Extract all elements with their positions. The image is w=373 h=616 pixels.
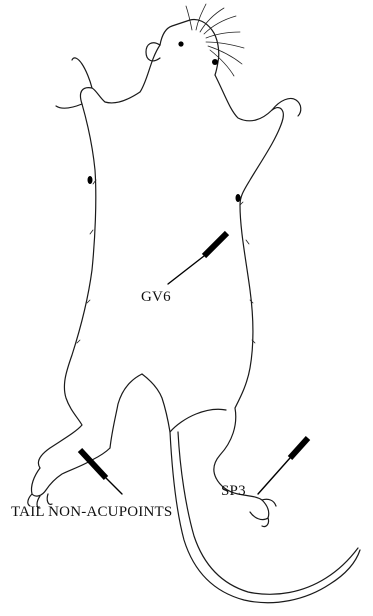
tail-non-acupoint-needle [80, 450, 122, 494]
sp3-needle [258, 438, 308, 494]
gv6-needle [168, 233, 227, 284]
nose-icon [212, 59, 218, 65]
sp3-label: SP3 [221, 484, 246, 499]
left-forelimb-spot [88, 176, 93, 184]
right-forelimb-spot [236, 194, 241, 202]
tail-non-acupoints-label: TAIL NON-ACUPOINTS [11, 505, 172, 520]
eye-icon [178, 41, 183, 46]
whiskers [186, 4, 244, 76]
gv6-label: GV6 [141, 290, 171, 305]
